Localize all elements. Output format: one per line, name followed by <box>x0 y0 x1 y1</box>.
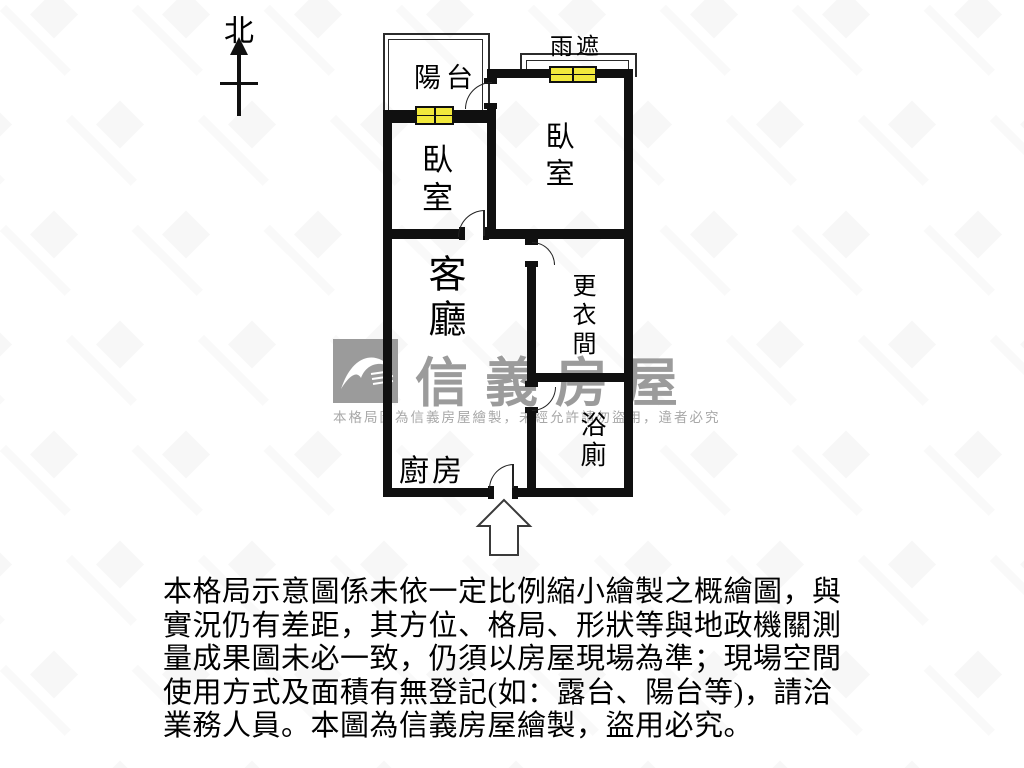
door-leaf <box>512 464 514 488</box>
window-divider <box>551 73 595 76</box>
disclaimer-line: 量成果圖未必一致，仍須以房屋現場為準；現場空間 <box>163 643 842 675</box>
wall-closet-mid <box>527 265 536 383</box>
door-post <box>484 78 497 84</box>
wall-bedrooms-bottom-left <box>383 229 463 239</box>
room-label-bathroom: 浴廁 <box>577 411 606 471</box>
room-label-balcony: 陽台 <box>414 63 478 93</box>
door-post <box>525 407 538 413</box>
room-label-kitchen: 廚房 <box>399 455 465 488</box>
door-arc-closet <box>532 242 555 265</box>
rain-shelter-outline <box>520 53 637 77</box>
room-label-bedroom-right: 臥室 <box>541 121 573 195</box>
wall-bottom-left <box>383 488 492 497</box>
door-post <box>512 486 518 499</box>
wall-right <box>624 69 633 497</box>
window-symbol <box>549 66 597 83</box>
disclaimer-text: 本格局示意圖係未依一定比例縮小繪製之概繪圖，與 實況仍有差距，其方位、格局、形狀… <box>163 576 883 744</box>
door-leaf <box>483 210 485 236</box>
door-post <box>488 486 494 499</box>
window-symbol <box>415 106 454 125</box>
disclaimer-line: 實況仍有差距，其方位、格局、形狀等與地政機關測 <box>163 609 842 642</box>
entry-arrow-icon <box>474 497 536 559</box>
wall-bottom-right <box>512 488 633 497</box>
door-post <box>525 239 538 245</box>
wall-closet-lower <box>527 411 536 488</box>
compass-arrow-icon <box>230 37 248 55</box>
wall-closet-bath-divider <box>536 373 633 382</box>
compass-crossbar <box>220 82 258 85</box>
wall-bedroom-divider-upper-stub <box>487 69 496 82</box>
disclaimer-line: 使用方式及面積有無登記(如：露台、陽台等)，請洽 <box>163 676 833 709</box>
window-divider <box>417 114 452 117</box>
room-label-rain-shelter: 雨遮 <box>550 34 602 59</box>
wall-left <box>383 110 392 497</box>
room-label-living-room: 客廳 <box>422 254 464 344</box>
wall-closet-upper-stub <box>527 229 536 245</box>
disclaimer-line: 業務人員。本圖為信義房屋繪製，盜用必究。 <box>163 710 754 742</box>
door-arc-entry <box>489 464 514 489</box>
balcony-outline-inner <box>388 39 483 111</box>
room-label-closet: 更衣間 <box>568 273 594 360</box>
door-arc-bathroom <box>532 387 556 411</box>
door-post <box>525 381 538 387</box>
room-label-bedroom-left: 臥室 <box>417 143 452 219</box>
brand-watermark-notice: 本格局圖為信義房屋繪製，未經允許請勿盜用，違者必究 <box>333 406 721 426</box>
door-arc-bedroom-left <box>458 210 485 237</box>
rain-shelter-outline-inner <box>526 60 629 76</box>
wall-bedroom-divider <box>487 107 496 239</box>
disclaimer-line: 本格局示意圖係未依一定比例縮小繪製之概繪圖，與 <box>163 576 842 608</box>
wall-bedrooms-bottom-right <box>484 229 633 239</box>
door-post <box>525 261 538 267</box>
door-post <box>483 227 489 240</box>
